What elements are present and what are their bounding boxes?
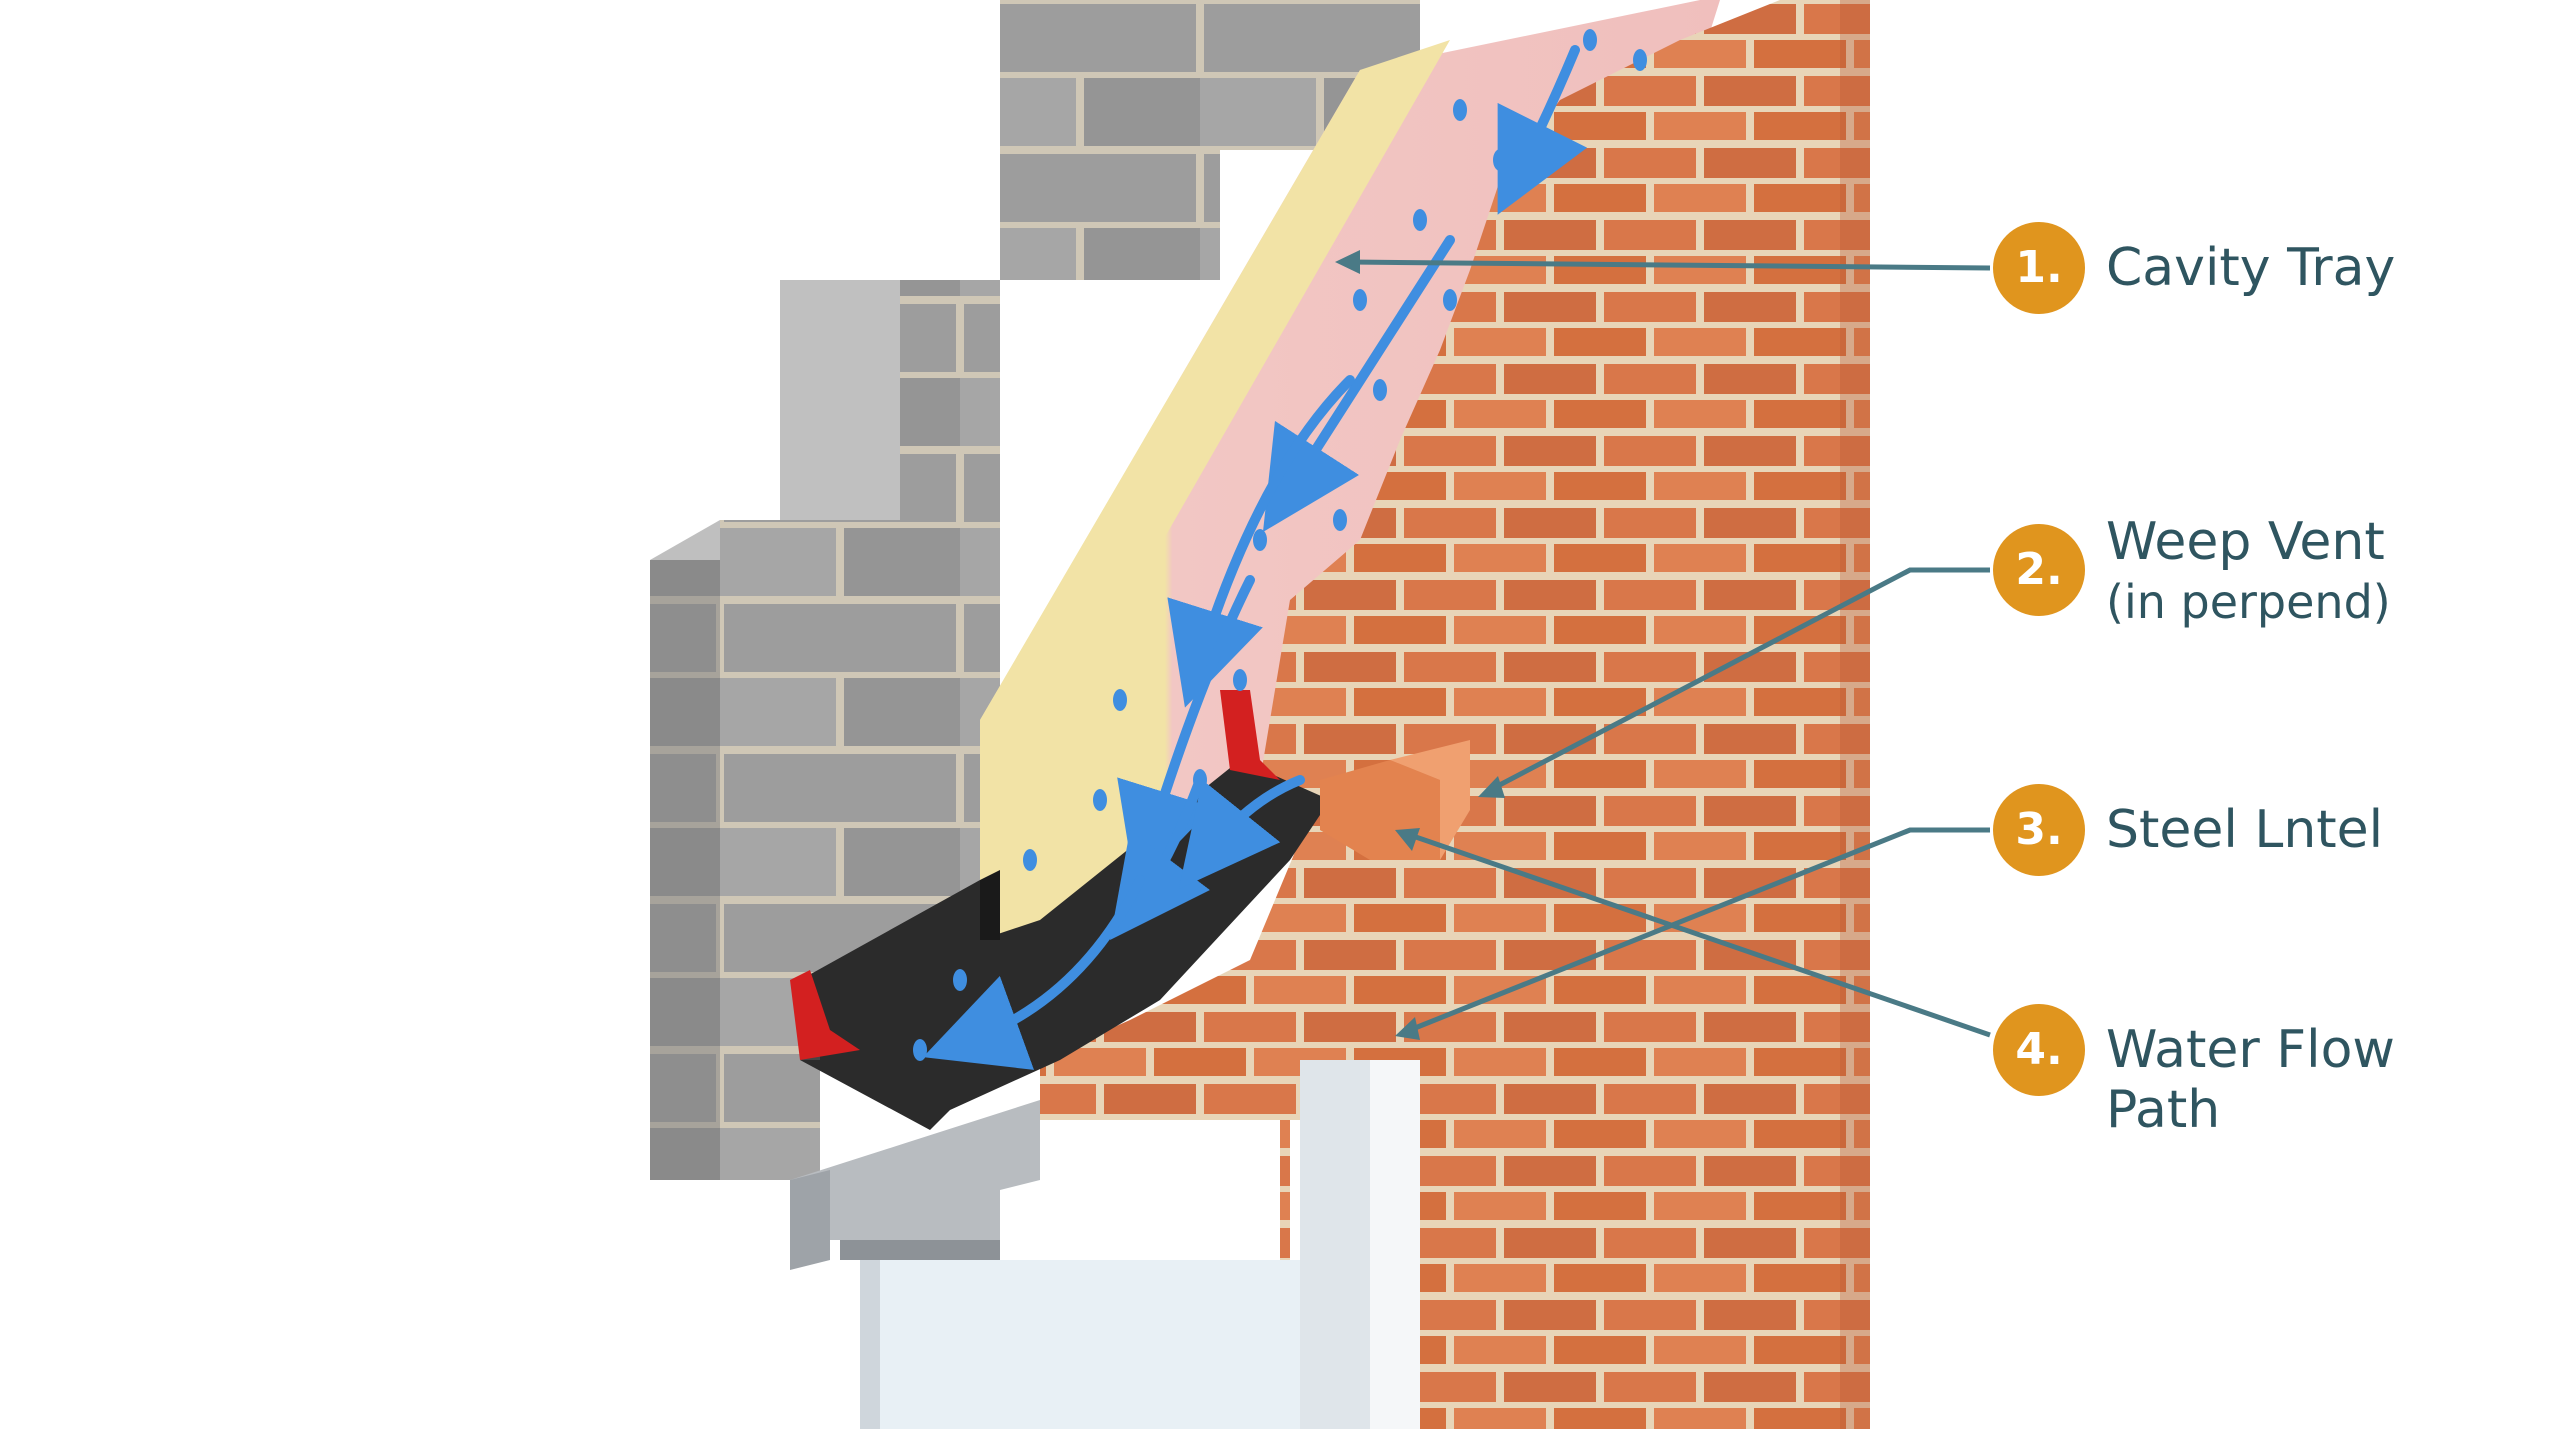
stop-ends	[790, 690, 1280, 1060]
callout-3-label: Steel Lntel	[2106, 800, 2384, 860]
callout-1-label: Cavity Tray	[2106, 238, 2396, 298]
callout-1-badge: 1.	[1993, 222, 2085, 314]
outer-brickwork	[1040, 0, 1870, 1429]
callout-4-label: Water Flow	[2106, 1020, 2395, 1080]
leader-arrowheads	[1335, 250, 1505, 1040]
steel-lintel-shape	[790, 1100, 1040, 1270]
callout-2-sublabel: (in perpend)	[2106, 575, 2391, 629]
callout-3-badge: 3.	[1993, 784, 2085, 876]
callout-4-sublabel: Path	[2106, 1080, 2221, 1140]
callout-4-badge: 4.	[1993, 1004, 2085, 1096]
callout-2-badge: 2.	[1993, 524, 2085, 616]
inner-blockwork	[650, 0, 1420, 1180]
leader-lines	[1349, 259, 1991, 1038]
water-flow-arrows	[923, 45, 1588, 1070]
callout-2-label: Weep Vent	[2106, 512, 2385, 572]
window-opening	[860, 1060, 1420, 1429]
